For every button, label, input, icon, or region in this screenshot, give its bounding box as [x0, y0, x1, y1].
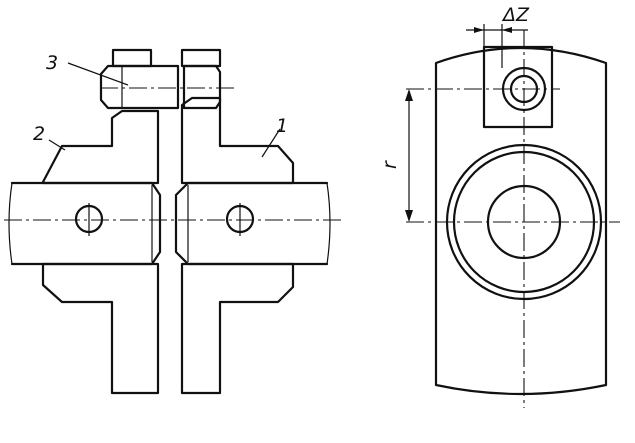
- label-3: 3: [46, 52, 129, 86]
- label-2: 2: [33, 123, 66, 151]
- svg-text:ΔZ: ΔZ: [501, 4, 530, 26]
- left-shaft: [8, 181, 162, 266]
- flange-outline: [434, 46, 608, 396]
- svg-text:3: 3: [46, 52, 58, 74]
- flange-2: [41, 109, 160, 395]
- svg-text:1: 1: [276, 115, 288, 137]
- right-shaft: [174, 181, 331, 266]
- label-1: 1: [261, 115, 288, 158]
- delta-z-dimension: ΔZ: [466, 4, 530, 68]
- end-view: ΔZ r: [379, 4, 620, 408]
- flange-1: [180, 96, 295, 395]
- sectional-view: 3 2 1: [4, 48, 342, 395]
- svg-text:2: 2: [33, 123, 45, 145]
- radius-dimension: r: [379, 89, 413, 222]
- pin-housing: [482, 45, 554, 129]
- pin-3: [99, 48, 222, 110]
- svg-text:r: r: [379, 160, 401, 169]
